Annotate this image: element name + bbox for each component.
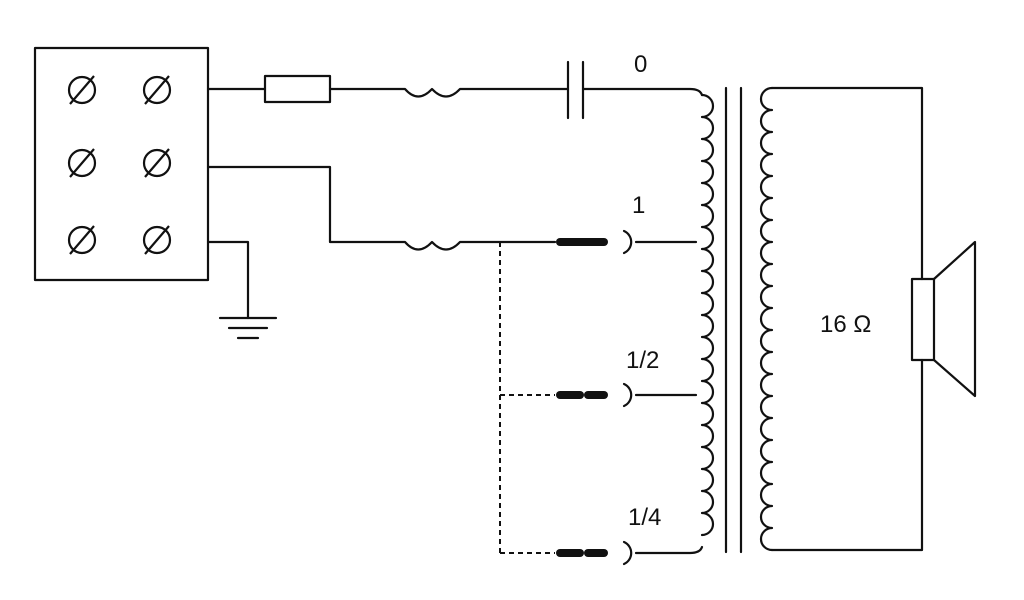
screw-terminal-icon [142, 225, 172, 255]
transformer-core [724, 86, 743, 554]
tap-label-1-4: 1/4 [628, 504, 661, 531]
ground-icon [206, 240, 278, 340]
terminal-block [33, 46, 210, 282]
screw-terminal-icon [67, 75, 97, 105]
fuse [263, 74, 332, 104]
alternate-connections [499, 242, 555, 554]
middle-wire [206, 165, 557, 251]
screw-terminal-icon [142, 148, 172, 178]
plug-tap-1 [556, 229, 698, 255]
tap-label-1: 1 [632, 192, 645, 219]
screw-terminal-icon [142, 75, 172, 105]
tap-label-1-2: 1/2 [626, 347, 659, 374]
plug-tap-1-2 [556, 382, 698, 408]
speaker-wire-return [770, 358, 924, 552]
capacitor [566, 60, 585, 120]
primary-winding [700, 93, 715, 537]
top-wire [206, 60, 704, 120]
screw-terminal-icon [67, 225, 97, 255]
plug-tap-1-4 [556, 540, 704, 566]
secondary-winding [759, 86, 774, 552]
speaker-wire [770, 86, 924, 281]
speaker-impedance-label: 16 Ω [820, 311, 871, 338]
tap-label-0: 0 [634, 51, 647, 78]
speaker-icon [910, 240, 977, 398]
screw-terminal-icon [67, 148, 97, 178]
